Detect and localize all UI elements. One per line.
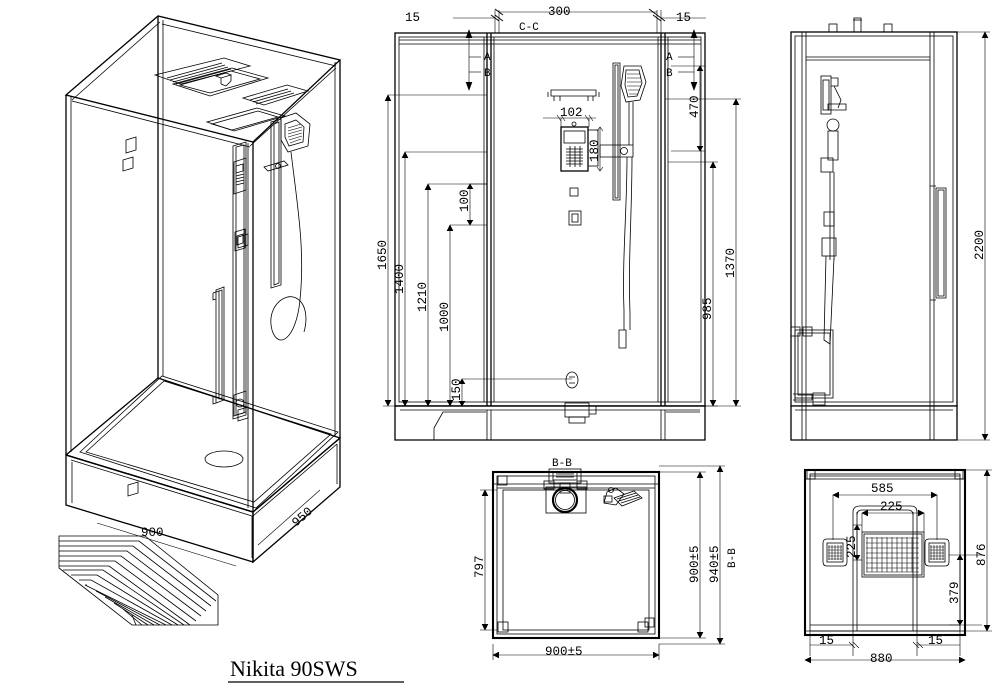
section-marker-b-left: B xyxy=(484,68,491,80)
ceiling-dim-379: 379 xyxy=(948,581,962,604)
front-dim-300: 300 xyxy=(548,5,571,19)
front-view xyxy=(383,8,741,441)
plan-section-bb-side: B-B xyxy=(727,548,739,568)
ceiling-dim-15-right: 15 xyxy=(928,634,943,648)
front-dim-100: 100 xyxy=(458,189,472,212)
front-dim-15-left: 15 xyxy=(405,11,420,25)
section-label-cc: C-C xyxy=(519,22,539,34)
side-view xyxy=(790,17,990,441)
plan-view xyxy=(480,465,725,660)
ceiling-dim-880: 880 xyxy=(870,652,893,666)
ceiling-dim-15-left: 15 xyxy=(819,634,834,648)
front-dim-1210: 1210 xyxy=(416,282,430,312)
front-dim-1370: 1370 xyxy=(724,248,738,278)
iso-depth-dim: 950 xyxy=(289,505,315,530)
front-dim-102: 102 xyxy=(560,106,583,120)
front-dim-1400: 1400 xyxy=(393,264,407,294)
ceiling-dim-225-v: 225 xyxy=(845,535,859,558)
iso-width-dim: 900 xyxy=(141,526,164,540)
plan-dim-900-v: 900±5 xyxy=(688,545,702,583)
section-marker-b-right: B xyxy=(666,68,673,80)
ceiling-dim-225-h: 225 xyxy=(880,500,903,514)
plan-dim-940: 940±5 xyxy=(708,545,722,583)
front-dim-1650: 1650 xyxy=(376,240,390,270)
front-dim-985: 985 xyxy=(701,297,715,320)
ceiling-dim-585: 585 xyxy=(871,482,894,496)
front-dimension-lines xyxy=(383,8,741,407)
front-dim-1000: 1000 xyxy=(438,302,452,332)
plan-dim-797: 797 xyxy=(473,555,487,578)
front-dim-180: 180 xyxy=(588,139,602,162)
ceiling-dim-876: 876 xyxy=(975,543,989,566)
section-marker-a-left: A xyxy=(484,52,491,64)
plan-dim-900-h: 900±5 xyxy=(545,645,583,659)
front-dim-15-right: 15 xyxy=(676,11,691,25)
isometric-view xyxy=(58,15,342,626)
front-dim-470: 470 xyxy=(688,95,702,118)
drawing-title: Nikita 90SWS xyxy=(230,656,358,681)
side-dim-2200: 2200 xyxy=(973,230,987,260)
section-marker-a-right: A xyxy=(666,52,673,64)
plan-section-bb: B-B xyxy=(552,458,572,470)
front-dim-150: 150 xyxy=(450,378,464,401)
ceiling-view xyxy=(803,468,992,664)
